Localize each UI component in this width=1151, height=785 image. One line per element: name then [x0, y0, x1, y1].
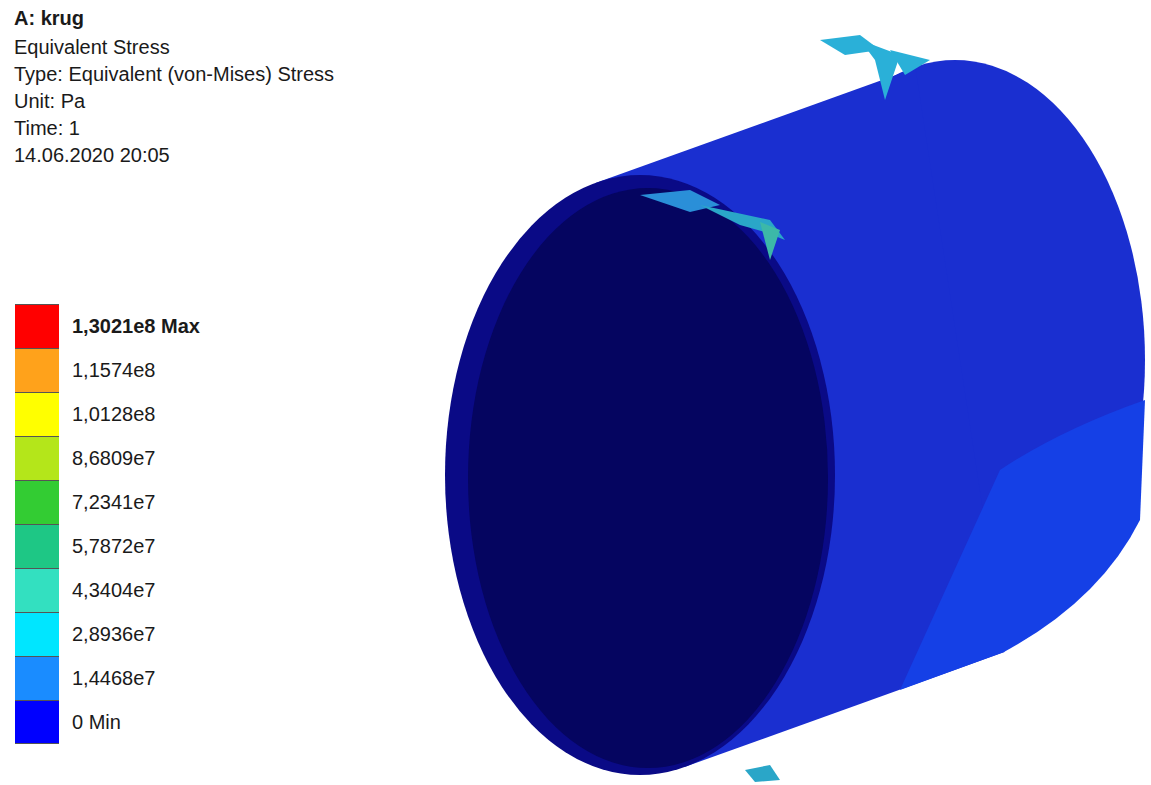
- legend-value: 4,3404e7: [72, 578, 155, 602]
- result-info: Time: 1: [14, 116, 80, 140]
- legend-swatch: [15, 436, 59, 480]
- legend-value: 2,8936e7: [72, 622, 155, 646]
- legend-value: 0 Min: [72, 710, 121, 734]
- result-info: 14.06.2020 20:05: [14, 143, 170, 167]
- legend-swatch: [15, 348, 59, 392]
- legend-value: 5,7872e7: [72, 534, 155, 558]
- result-info: Equivalent Stress: [14, 35, 170, 59]
- result-info: Type: Equivalent (von-Mises) Stress: [14, 62, 334, 86]
- legend-value: 1,1574e8: [72, 358, 155, 382]
- legend-swatch: [15, 656, 59, 700]
- legend-swatch: [15, 304, 59, 348]
- legend-swatch: [15, 612, 59, 656]
- legend-swatch: [15, 700, 59, 744]
- legend-value: 8,6809e7: [72, 446, 155, 470]
- legend-value: 1,0128e8: [72, 402, 155, 426]
- legend-value: 1,4468e7: [72, 666, 155, 690]
- result-info: Unit: Pa: [14, 89, 85, 113]
- result-title: A: krug: [14, 6, 84, 30]
- legend-swatch: [15, 568, 59, 612]
- legend-swatch: [15, 392, 59, 436]
- legend-swatch: [15, 524, 59, 568]
- legend-swatch: [15, 480, 59, 524]
- legend-value: 7,2341e7: [72, 490, 155, 514]
- legend-value: 1,3021e8 Max: [72, 314, 200, 338]
